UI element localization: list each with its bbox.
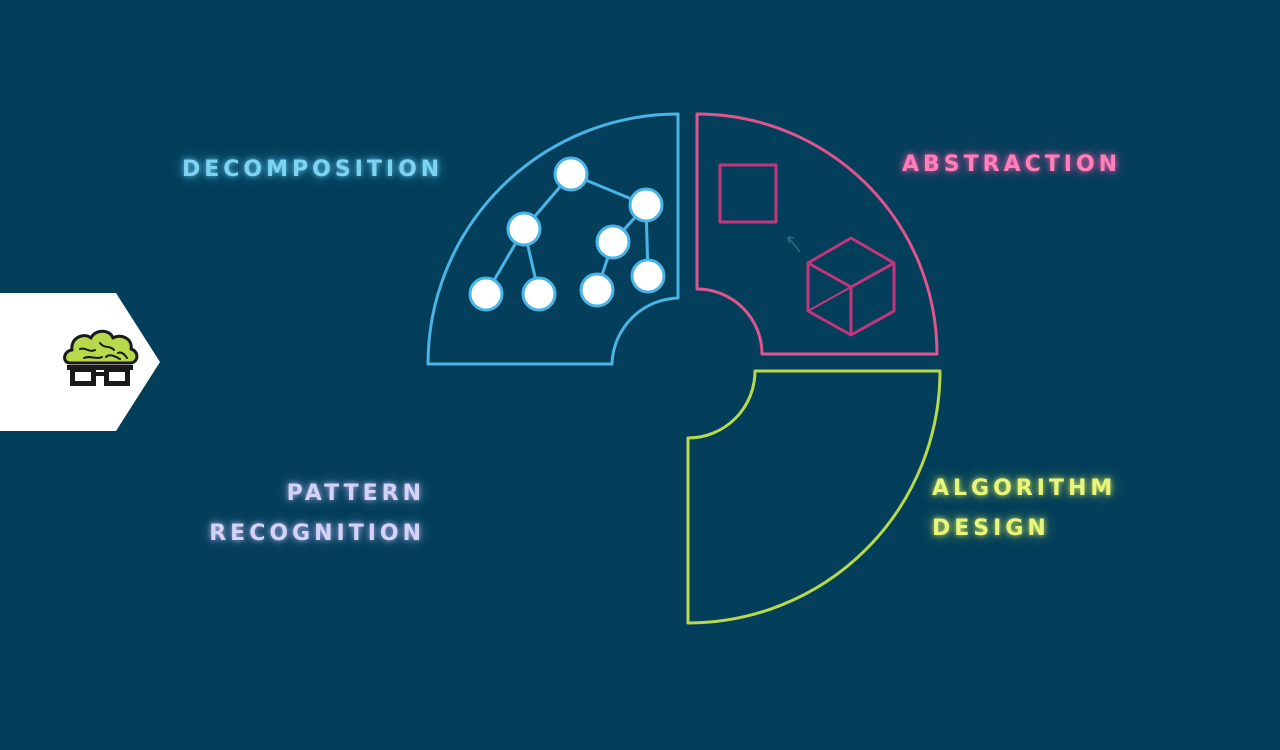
decomposition-label: DECOMPOSITION bbox=[182, 157, 444, 182]
square-and-cube-icon bbox=[718, 163, 896, 337]
algorithm-design-label-line-1: ALGORITHM bbox=[932, 476, 1117, 501]
pattern-recognition-label-line-2: RECOGNITION bbox=[209, 521, 425, 546]
brain-with-glasses-icon bbox=[63, 329, 139, 386]
algorithm-design-label: ALGORITHM DESIGN bbox=[932, 469, 1116, 549]
abstraction-quadrant bbox=[695, 112, 939, 356]
algorithm-design-quadrant bbox=[686, 369, 942, 625]
abstraction-label: ABSTRACTION bbox=[902, 152, 1122, 177]
algorithm-design-label-line-2: DESIGN bbox=[932, 516, 1050, 541]
logo-tab bbox=[0, 293, 160, 431]
pattern-recognition-label: PATTERN RECOGNITION bbox=[200, 474, 425, 554]
decomposition-quadrant bbox=[426, 112, 680, 366]
faint-arrow-icon bbox=[787, 236, 801, 253]
tree-nodes-icon bbox=[468, 156, 666, 312]
pattern-recognition-label-line-1: PATTERN bbox=[286, 481, 425, 506]
